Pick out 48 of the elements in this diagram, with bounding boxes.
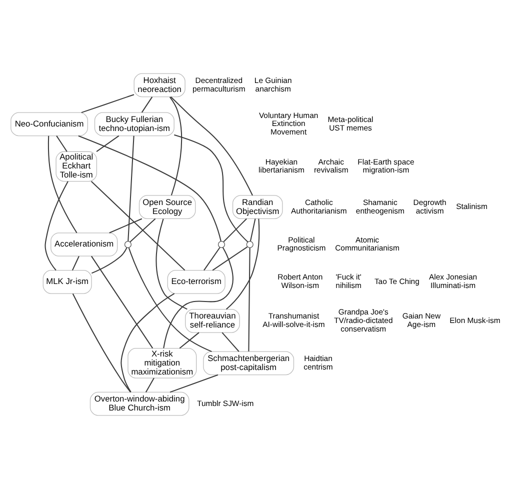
connector xyxy=(156,218,188,310)
node-box: Schmachtenbergerian post-capitalism xyxy=(203,350,294,375)
connector xyxy=(78,134,222,241)
connector xyxy=(174,134,248,242)
node-box: Neo-Confucianism xyxy=(10,112,88,136)
connector xyxy=(141,96,153,112)
connector xyxy=(204,246,220,270)
node-box: Accelerationism xyxy=(50,232,118,256)
connector xyxy=(222,332,240,352)
node-box: Apolitical Eckhart Tolle-ism xyxy=(56,150,98,182)
connector xyxy=(250,218,256,241)
connector xyxy=(96,134,120,152)
connector xyxy=(90,180,186,270)
connector xyxy=(109,218,142,233)
connector xyxy=(56,135,68,152)
connector xyxy=(91,255,154,348)
node-box: Hoxhaist neoreaction xyxy=(134,72,186,97)
connector xyxy=(120,292,175,392)
connector xyxy=(179,332,200,348)
connector xyxy=(248,247,250,351)
node-circle xyxy=(124,240,132,248)
node-box: X-risk mitigation maximizationism xyxy=(128,348,197,378)
connector xyxy=(128,135,134,241)
connector xyxy=(48,135,78,233)
node-box: MLK Jr-ism xyxy=(42,269,92,294)
connector xyxy=(170,374,218,392)
connector xyxy=(223,218,247,242)
node-box: Thoreauvian self-reliance xyxy=(185,308,240,332)
node-box: Randian Objectivism xyxy=(232,194,283,219)
node-box: Eco-terrorism xyxy=(167,269,226,294)
node-box: Open Source Ecology xyxy=(138,194,196,219)
connector xyxy=(226,218,260,310)
node-circle xyxy=(218,240,226,248)
connector xyxy=(72,255,80,270)
node-box: Overton-window-abiding Blue Church-ism xyxy=(90,391,190,416)
connector xyxy=(81,94,134,113)
connector xyxy=(145,377,154,392)
connector xyxy=(212,246,248,270)
connector xyxy=(163,246,234,348)
node-circle xyxy=(246,240,254,248)
connector xyxy=(130,218,156,242)
connector xyxy=(128,247,212,352)
node-box: Bucky Fullerian techno-utopian-ism xyxy=(94,112,174,136)
connector xyxy=(170,96,253,196)
connector xyxy=(44,180,68,270)
connector xyxy=(91,246,128,274)
connector xyxy=(72,293,131,392)
connector xyxy=(169,96,182,195)
